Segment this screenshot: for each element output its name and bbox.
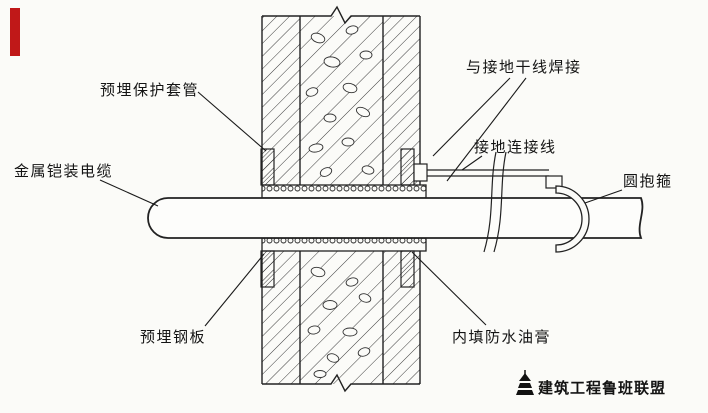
luban-logo-icon	[516, 370, 534, 395]
weld-lug	[413, 163, 428, 182]
red-accent-bar	[10, 8, 20, 56]
watermark-text: 建筑工程鲁班联盟	[538, 379, 666, 397]
wall-lower	[261, 251, 421, 393]
break-line-top	[262, 5, 420, 25]
leader-weld-2	[446, 77, 527, 182]
ground-connection-wire	[427, 169, 549, 177]
leader-clamp	[584, 189, 623, 204]
leader-sleeve	[197, 91, 267, 152]
label-steel-plate: 预埋钢板	[140, 328, 206, 346]
round-clamp	[545, 175, 590, 253]
aggregate-texture	[307, 266, 372, 378]
leader-weld-1	[432, 77, 511, 157]
sleeve-top-strip	[261, 184, 427, 199]
leader-ground-wire	[461, 155, 483, 171]
leader-sealant	[411, 251, 487, 326]
wall-upper	[261, 5, 421, 185]
break-line-bottom	[262, 373, 420, 393]
armored-cable	[147, 197, 644, 239]
leader-steel-plate	[204, 253, 265, 327]
label-clamp: 圆抱箍	[623, 172, 673, 190]
watermark: 建筑工程鲁班联盟	[516, 370, 666, 397]
label-sealant: 内填防水油膏	[452, 328, 551, 346]
steel-plate-top-left	[260, 148, 275, 186]
cable-break-marks	[483, 151, 507, 253]
label-sleeve: 预埋保护套管	[100, 81, 199, 99]
steel-plate-bottom-left	[260, 250, 275, 288]
clamp-band	[555, 185, 590, 253]
label-cable: 金属铠装电缆	[14, 162, 113, 180]
aggregate-texture	[305, 25, 375, 177]
leader-cable	[99, 179, 159, 207]
steel-plate-bottom-right	[400, 250, 415, 288]
label-weld: 与接地干线焊接	[466, 58, 582, 76]
embedded-steel-plates	[260, 148, 415, 288]
embedded-sleeve	[261, 184, 427, 252]
leader-lines	[99, 77, 623, 327]
steel-plate-top-right	[400, 148, 415, 186]
label-ground-wire: 接地连接线	[474, 138, 557, 156]
clamp-bolt	[545, 175, 563, 189]
sleeve-bottom-strip	[261, 237, 427, 252]
